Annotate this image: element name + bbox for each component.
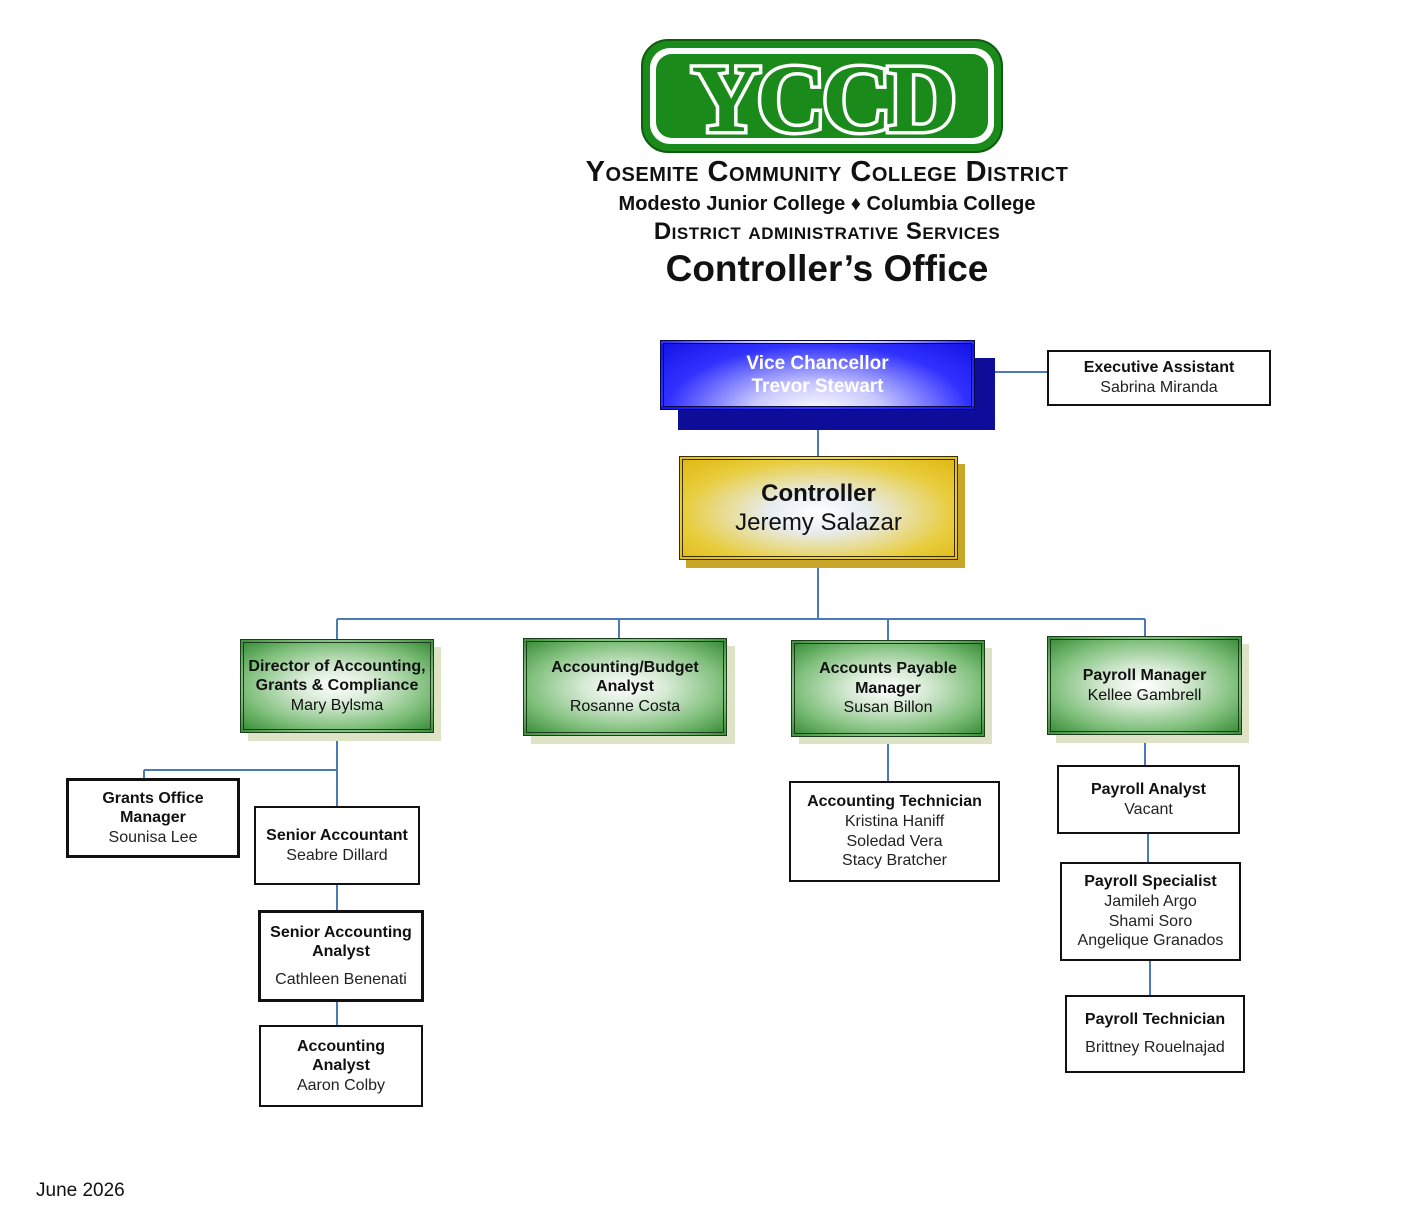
controller-box[interactable]: Controller Jeremy Salazar: [679, 456, 958, 560]
ap-manager-name: Susan Billon: [843, 699, 933, 717]
footer-date: June 2026: [36, 1180, 125, 1201]
budget-analyst-box[interactable]: Accounting/Budget Analyst Rosanne Costa: [523, 638, 727, 736]
grants-manager-name: Sounisa Lee: [108, 828, 198, 846]
payroll-technician-box[interactable]: Payroll Technician Brittney Rouelnajad: [1065, 995, 1245, 1073]
services-name: District administrative Services: [653, 218, 1001, 245]
accounting-technician-box[interactable]: Accounting Technician Kristina Haniff So…: [789, 781, 1000, 882]
vice-chancellor-box[interactable]: Vice Chancellor Trevor Stewart: [660, 340, 975, 410]
grants-manager-box[interactable]: Grants Office Manager Sounisa Lee: [66, 778, 240, 858]
accounting-technician-name: Kristina Haniff: [844, 812, 945, 830]
ap-manager-box[interactable]: Accounts Payable Manager Susan Billon: [791, 640, 985, 737]
payroll-analyst-name: Vacant: [1124, 800, 1173, 818]
logo-text: YCCD: [691, 45, 952, 152]
senior-accounting-analyst-title: Senior Accounting Analyst: [270, 923, 412, 961]
director-box[interactable]: Director of Accounting, Grants & Complia…: [240, 639, 434, 733]
payroll-technician-title: Payroll Technician: [1084, 1011, 1226, 1029]
budget-analyst-title: Accounting/Budget Analyst: [551, 658, 699, 696]
grants-manager-title: Grants Office Manager: [102, 789, 204, 827]
accounting-technician-name: Stacy Bratcher: [842, 852, 947, 870]
director-name: Mary Bylsma: [290, 696, 384, 714]
senior-accounting-analyst-box[interactable]: Senior Accounting Analyst Cathleen Benen…: [258, 910, 424, 1002]
controller-title: Controller: [761, 479, 876, 507]
office-title: Controller’s Office: [665, 248, 989, 289]
director-title: Director of Accounting, Grants & Complia…: [248, 657, 426, 695]
payroll-manager-box[interactable]: Payroll Manager Kellee Gambrell: [1047, 636, 1242, 735]
senior-accountant-name: Seabre Dillard: [286, 846, 388, 864]
executive-assistant-box[interactable]: Executive Assistant Sabrina Miranda: [1047, 350, 1271, 406]
accounting-analyst-box[interactable]: Accounting Analyst Aaron Colby: [259, 1025, 423, 1107]
payroll-analyst-box[interactable]: Payroll Analyst Vacant: [1057, 765, 1240, 834]
accounting-technician-title: Accounting Technician: [807, 793, 982, 811]
payroll-technician-name: Brittney Rouelnajad: [1085, 1039, 1225, 1056]
payroll-specialist-name: Jamileh Argo: [1104, 892, 1197, 910]
senior-accountant-box[interactable]: Senior Accountant Seabre Dillard: [254, 806, 420, 885]
accounting-analyst-name: Aaron Colby: [296, 1076, 386, 1094]
executive-assistant-name: Sabrina Miranda: [1100, 379, 1218, 396]
senior-accountant-title: Senior Accountant: [266, 826, 408, 844]
vice-chancellor-name: Trevor Stewart: [751, 376, 884, 397]
controller-name: Jeremy Salazar: [735, 509, 902, 536]
ap-manager-title: Accounts Payable Manager: [819, 660, 957, 697]
budget-analyst-name: Rosanne Costa: [569, 697, 681, 715]
accounting-technician-name: Soledad Vera: [846, 832, 943, 850]
accounting-analyst-title: Accounting Analyst: [297, 1037, 385, 1075]
college-names: Modesto Junior College ♦ Columbia Colleg…: [618, 193, 1036, 215]
executive-assistant-title: Executive Assistant: [1083, 359, 1235, 377]
payroll-specialist-title: Payroll Specialist: [1084, 873, 1217, 891]
payroll-manager-name: Kellee Gambrell: [1087, 686, 1202, 704]
vice-chancellor-title: Vice Chancellor: [746, 352, 889, 374]
payroll-manager-title: Payroll Manager: [1082, 666, 1207, 684]
payroll-specialist-name: Angelique Granados: [1077, 932, 1224, 950]
payroll-specialist-name: Shami Soro: [1108, 912, 1193, 930]
payroll-analyst-title: Payroll Analyst: [1090, 780, 1206, 798]
ycc-logo: YCCD: [641, 39, 1003, 154]
payroll-specialist-box[interactable]: Payroll Specialist Jamileh Argo Shami So…: [1060, 862, 1241, 961]
district-name: Yosemite Community College District: [585, 156, 1069, 188]
senior-accounting-analyst-name: Cathleen Benenati: [275, 970, 407, 988]
